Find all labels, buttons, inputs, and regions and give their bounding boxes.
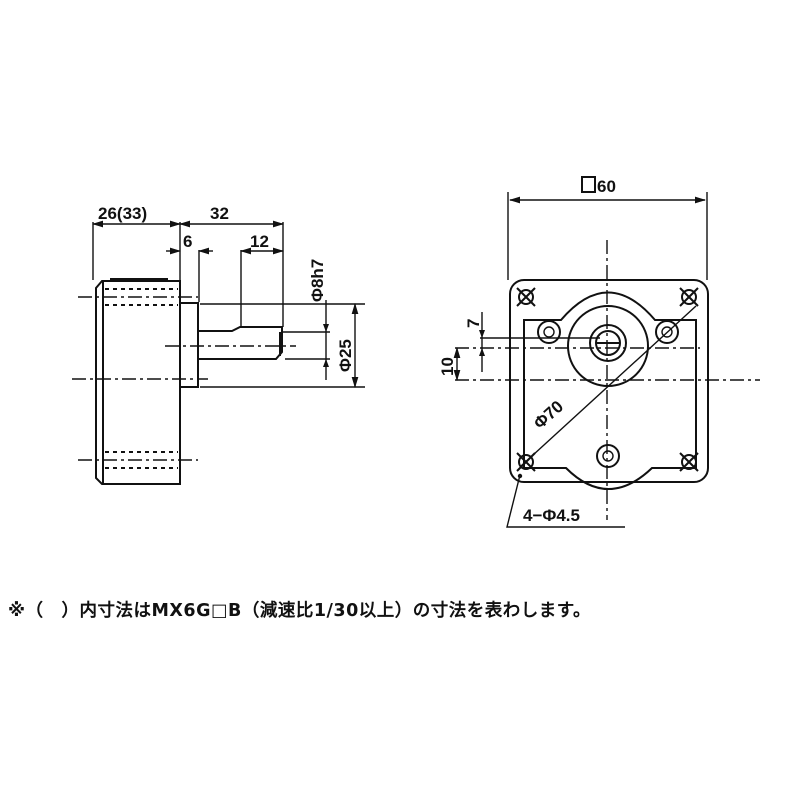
dim-body-length: 26(33)	[98, 204, 147, 223]
front-view: Φ70 60 7 10 4−Φ4.5	[438, 176, 760, 528]
screw-top-right	[655, 320, 679, 344]
leader-dot	[517, 473, 523, 479]
dim-square-size: 60	[597, 177, 616, 196]
dim-offset-small: 7	[464, 319, 483, 328]
screw-top-left	[537, 320, 561, 344]
flange-outline	[509, 279, 709, 483]
pilot-boss	[179, 302, 199, 388]
mounting-hole-tl	[516, 287, 536, 307]
dim-mounting-holes: 4−Φ4.5	[523, 506, 580, 525]
dim-key-length: 12	[250, 232, 269, 251]
dim-shaft-length: 32	[210, 204, 229, 223]
pcd-leader-line	[520, 305, 697, 467]
mounting-hole-br	[679, 452, 699, 472]
dim-offset-large: 10	[438, 357, 457, 376]
mounting-hole-tr	[679, 287, 699, 307]
side-view: 26(33) 32 6 12 Φ8h7 Φ25	[72, 204, 365, 485]
motor-body-outline	[95, 280, 181, 485]
gearbox-profile	[523, 291, 697, 490]
screw-bottom	[596, 444, 620, 468]
footnote: ※（ ）内寸法はMX6G□B（減速比1/30以上）の寸法を表わします。	[8, 601, 592, 621]
dim-shaft-diameter: Φ8h7	[308, 259, 327, 302]
holes-leader-line	[506, 474, 625, 528]
square-symbol-icon	[581, 176, 596, 193]
dim-pilot-length: 6	[183, 232, 192, 251]
shaft-boss-outer	[589, 324, 627, 362]
gear-boss-circle	[567, 305, 649, 387]
arrowhead	[479, 330, 485, 356]
dim-pilot-diameter: Φ25	[336, 339, 355, 372]
shaft-outline	[198, 326, 283, 360]
dim-pcd: Φ70	[530, 397, 567, 433]
